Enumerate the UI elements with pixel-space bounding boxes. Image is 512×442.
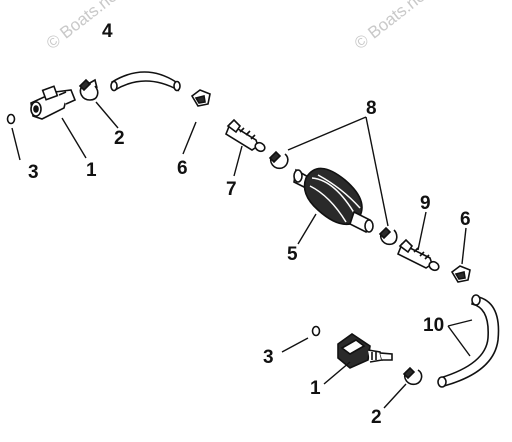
- hose-clamp-top: [78, 78, 99, 101]
- callout-7: 7: [226, 179, 237, 200]
- hose-fitting-9: [396, 238, 440, 272]
- callout-8: 8: [366, 98, 377, 119]
- fuel-connector-top: [30, 85, 77, 120]
- callout-2-top: 2: [114, 128, 125, 149]
- watermark-right: © Boats.net: [351, 0, 433, 53]
- o-ring-top: [6, 113, 16, 125]
- fuel-hose-bottom: [437, 294, 500, 388]
- callout-4: 4: [102, 21, 113, 42]
- callout-1-bottom: 1: [310, 378, 321, 399]
- callout-2-bottom: 2: [371, 407, 382, 428]
- callout-3-top: 3: [28, 162, 39, 183]
- callout-3-bottom: 3: [263, 347, 274, 368]
- clip-8-right: [378, 226, 398, 246]
- callout-1-top: 1: [86, 160, 97, 181]
- leader-lines: [11, 101, 473, 409]
- o-ring-bottom: [311, 325, 321, 337]
- callout-10: 10: [423, 315, 444, 336]
- callout-5: 5: [287, 244, 298, 265]
- callout-9: 9: [420, 193, 431, 214]
- primer-bulb: [293, 167, 374, 234]
- hose-clamp-6-top: [190, 89, 211, 107]
- callout-6-right: 6: [460, 209, 471, 230]
- clip-8-left: [268, 150, 289, 170]
- fuel-connector-bottom: [337, 333, 393, 369]
- hose-clamp-6-right: [450, 265, 471, 283]
- callout-6-top: 6: [177, 158, 188, 179]
- fuel-hose-top: [110, 71, 181, 92]
- hose-clamp-bottom: [402, 366, 423, 386]
- hose-fitting-7: [225, 118, 266, 153]
